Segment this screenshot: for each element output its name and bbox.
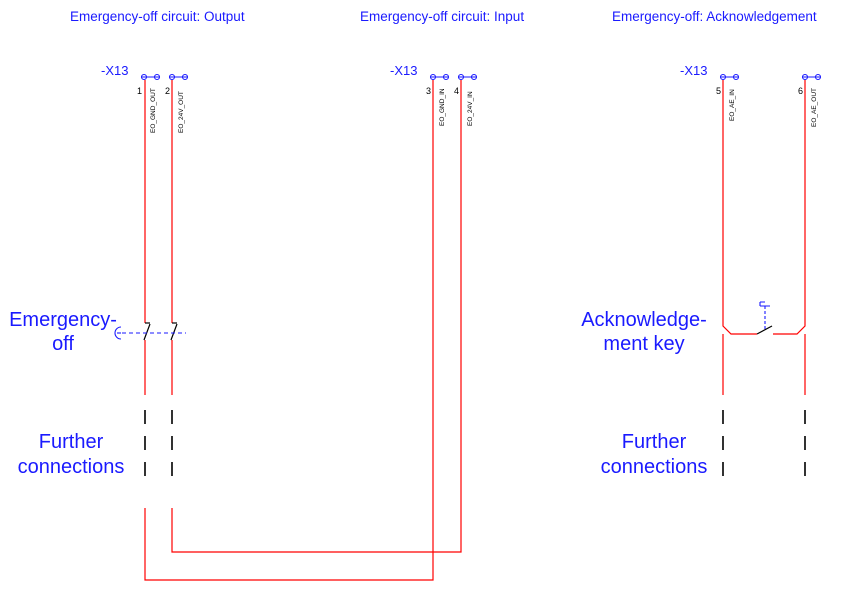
label-further-left-line2: connections: [18, 456, 125, 478]
terminals: [140, 73, 822, 81]
terminal-6: [801, 73, 822, 81]
pin-signal-6: EO_AE_OUT: [811, 88, 818, 127]
key-actuator-icon: [759, 301, 770, 307]
pin-signal-4: EO_24V_IN: [467, 91, 474, 126]
label-ack-line2: ment key: [603, 333, 684, 355]
title-output: Emergency-off circuit: Output: [70, 9, 245, 24]
title-input: Emergency-off circuit: Input: [360, 9, 524, 24]
pin-signal-3: EO_GND_IN: [439, 88, 446, 126]
label-further-right-line1: Further: [622, 431, 687, 453]
wire-6-upper: [773, 80, 806, 335]
pin-number-3: 3: [426, 86, 431, 96]
pin-signal-2: EO_24V_OUT: [178, 91, 185, 133]
wires: [144, 80, 806, 581]
terminal-2: [168, 73, 189, 81]
connector-label-right: -X13: [680, 63, 707, 78]
label-ack-line1: Acknowledge-: [581, 309, 707, 331]
label-further-left-line1: Further: [39, 431, 104, 453]
pin-number-2: 2: [165, 86, 170, 96]
connector-label-left: -X13: [101, 63, 128, 78]
wire-5-upper: [722, 80, 757, 335]
terminal-4: [457, 73, 478, 81]
pin-number-1: 1: [137, 86, 142, 96]
title-ack: Emergency-off: Acknowledgement: [612, 9, 817, 24]
wire-24v-loop: [171, 80, 462, 553]
terminal-1: [140, 73, 161, 81]
label-emergency-line2: off: [52, 333, 74, 355]
emergency-off-switch: [114, 322, 186, 341]
pin-signal-1: EO_GND_OUT: [150, 88, 157, 133]
terminal-5: [719, 73, 740, 81]
pin-number-4: 4: [454, 86, 459, 96]
wire-gnd-loop: [144, 80, 434, 581]
connector-label-middle: -X13: [390, 63, 417, 78]
pin-number-6: 6: [798, 86, 803, 96]
pin-number-5: 5: [716, 86, 721, 96]
terminal-3: [429, 73, 450, 81]
acknowledgement-key-switch: [756, 301, 773, 335]
label-further-right-line2: connections: [601, 456, 708, 478]
label-emergency-line1: Emergency-: [9, 309, 117, 331]
mushroom-button-icon: [114, 326, 122, 340]
further-connection-dashes: [144, 410, 806, 486]
pin-signal-5: EO_AE_IN: [729, 89, 736, 121]
